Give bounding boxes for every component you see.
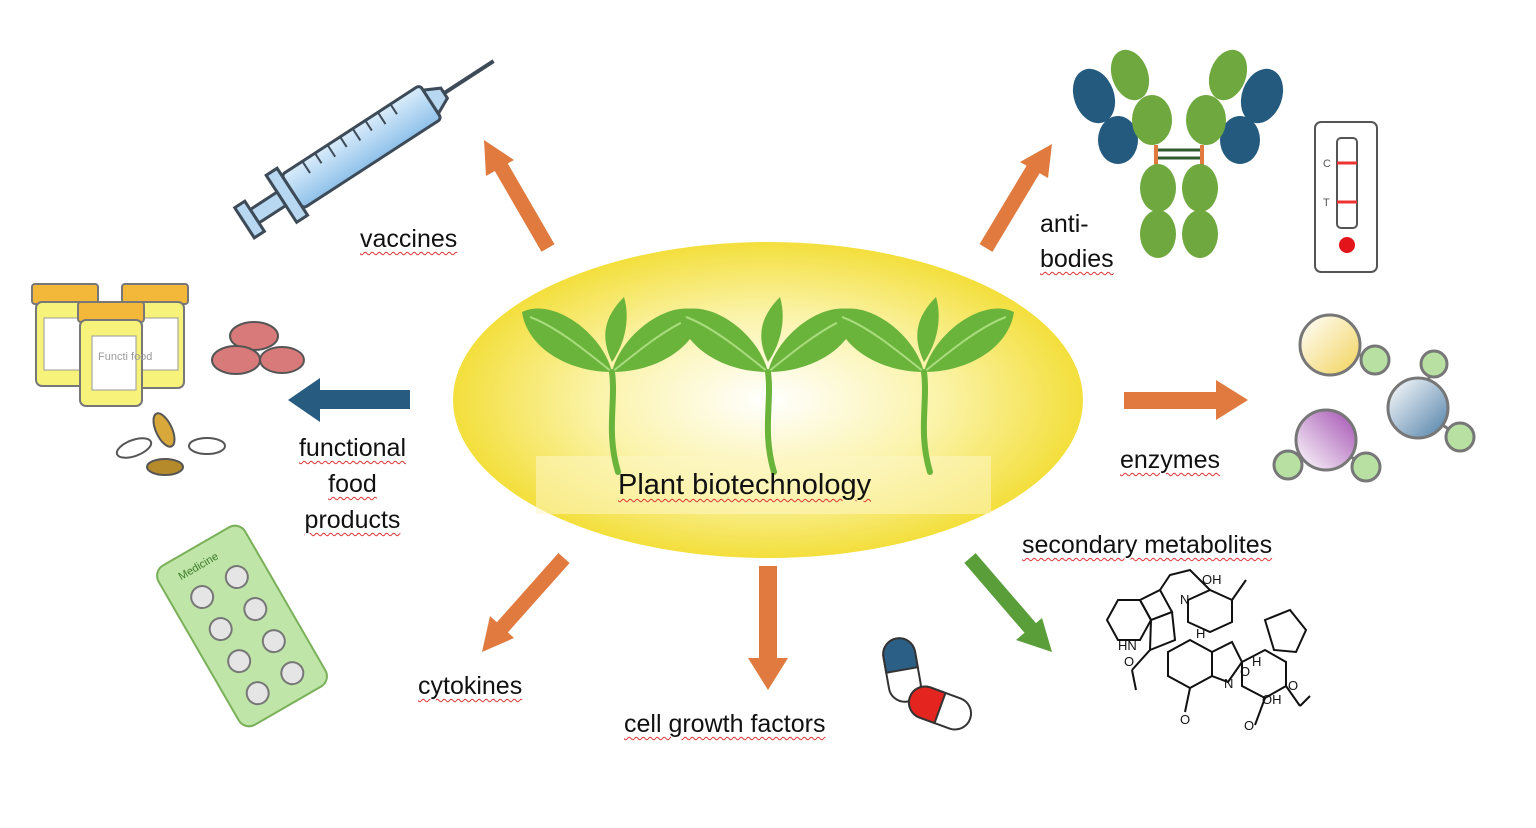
svg-text:OH: OH (1202, 572, 1222, 587)
label-cell-growth-factors: cell growth factors (624, 710, 826, 738)
svg-text:O: O (1180, 712, 1190, 727)
label-antibodies-line1: anti- (1040, 210, 1089, 238)
svg-text:HN: HN (1118, 638, 1137, 653)
enzyme-molecules-icon (1272, 313, 1476, 483)
label-antibodies-line2: bodies (1040, 245, 1114, 273)
label-enzymes: enzymes (1120, 446, 1221, 474)
svg-text:Functi food: Functi food (98, 351, 152, 363)
test-strip-icon: C T (1314, 121, 1378, 273)
svg-text:O: O (1244, 718, 1254, 733)
svg-text:N: N (1180, 592, 1189, 607)
arrow-to-cell-growth-factors (748, 566, 788, 690)
svg-text:H: H (1252, 654, 1261, 669)
arrow-to-antibodies (979, 144, 1052, 252)
label-cytokines: cytokines (418, 672, 523, 700)
svg-text:O: O (1288, 678, 1298, 693)
arrow-to-vaccines (484, 140, 555, 252)
chemical-structure-icon (1105, 568, 1311, 726)
svg-text:O: O (1124, 654, 1134, 669)
label-functional-line1: functional (298, 434, 407, 462)
svg-text:OH: OH (1262, 692, 1282, 707)
capsules-icon (882, 637, 973, 731)
svg-text:N: N (1224, 676, 1233, 691)
label-functional-line3: products (304, 506, 401, 534)
antibody-icon (1072, 49, 1284, 258)
arrow-to-cytokines (482, 553, 570, 652)
arrow-to-functional-food (288, 378, 410, 422)
tablets-icon (115, 321, 305, 476)
label-secondary-metabolites: secondary metabolites (1022, 531, 1273, 559)
arrow-to-secondary-metabolites (964, 553, 1052, 652)
svg-text:C: C (1323, 158, 1331, 170)
blister-pack-icon: Medicine (156, 524, 328, 728)
arrow-to-enzymes (1124, 380, 1248, 420)
chemical-atom-labels: OH N H HN O N H OH O O O O (1118, 572, 1298, 733)
syringe-icon (232, 59, 495, 240)
label-functional-line2: food (328, 470, 377, 498)
svg-text:H: H (1196, 626, 1205, 641)
supplement-bottles-icon: Functi food (31, 283, 189, 407)
title-backdrop (536, 456, 991, 514)
label-vaccines: vaccines (360, 225, 458, 253)
svg-text:O: O (1240, 664, 1250, 679)
svg-text:T: T (1323, 197, 1330, 209)
center-title: Plant biotechnology (618, 469, 872, 501)
